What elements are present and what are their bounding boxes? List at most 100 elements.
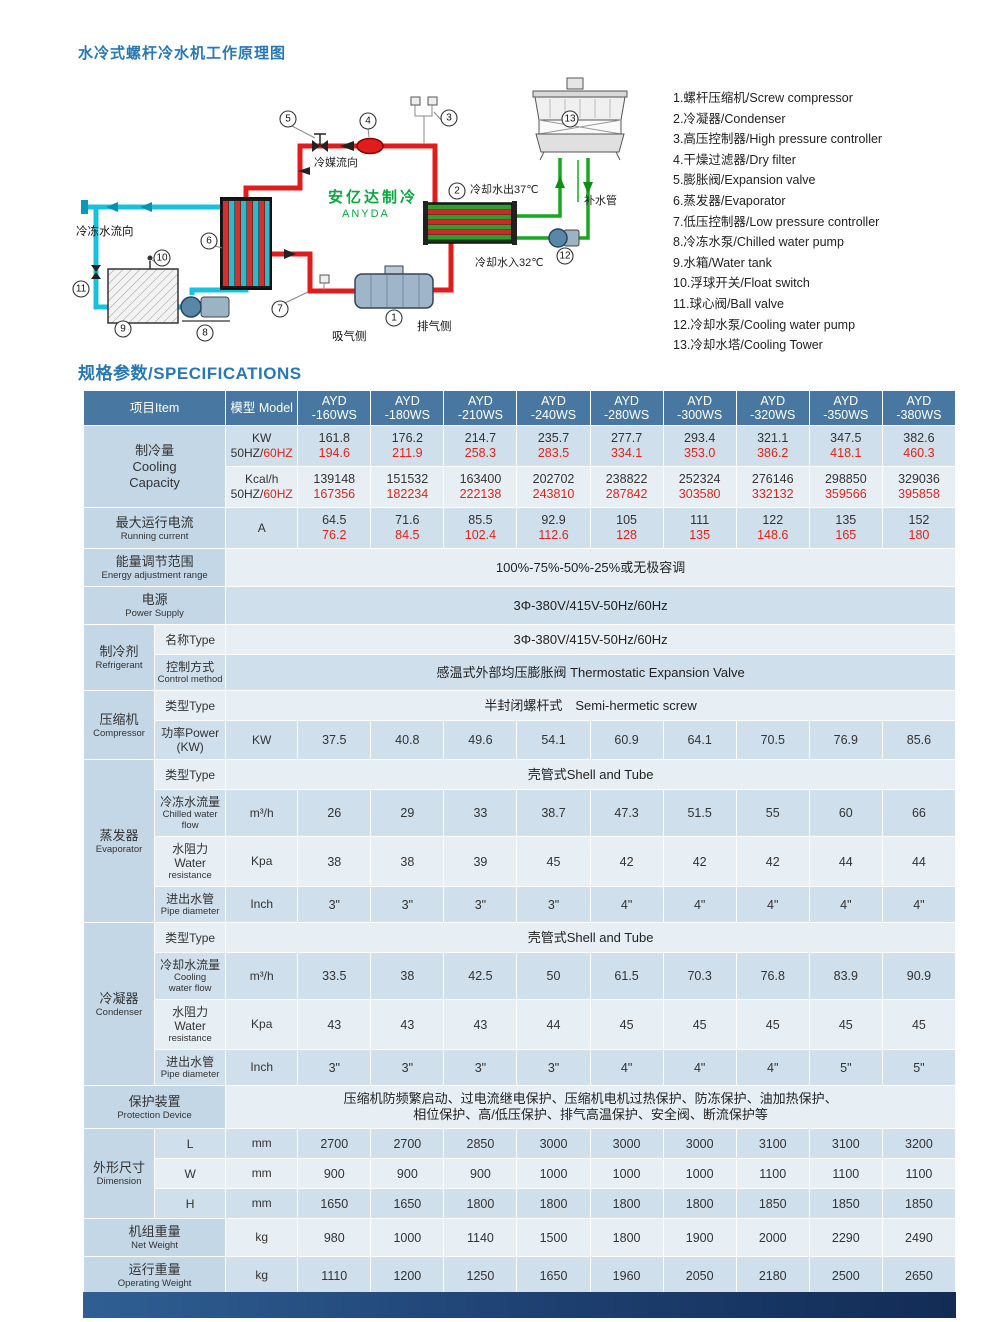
- unit-cell-kw: KW 50HZ/60HZ: [225, 425, 299, 467]
- value-cell: 1850: [881, 1188, 957, 1219]
- value-cell: 2500: [808, 1256, 883, 1295]
- chilled-water-pump: [180, 296, 230, 322]
- svg-text:10: 10: [156, 253, 168, 264]
- callout-4: 4: [359, 112, 377, 130]
- energy-range-value: 100%-75%-50%-25%或无极容调: [225, 548, 956, 587]
- attr-dimension-h: H: [154, 1188, 227, 1219]
- value-cell: 4": [735, 1049, 810, 1086]
- value-cell: 1000: [589, 1158, 664, 1189]
- header-model-name: AYD -300WS: [662, 390, 737, 426]
- value-cell: 38: [370, 952, 445, 1000]
- header-model-name: AYD -350WS: [808, 390, 883, 426]
- value-cell: 29: [370, 789, 445, 837]
- group-label-cn: 能量调节范围: [115, 554, 194, 569]
- group-label-en: Cooling Capacity: [129, 458, 180, 490]
- value-cell: 1800: [516, 1188, 591, 1219]
- unit-cell-mm-h: mm: [225, 1188, 299, 1219]
- legend-item: 7.低压控制器/Low pressure controller: [673, 214, 880, 229]
- value-cell: 4": [808, 886, 883, 923]
- high-pressure-controller: [410, 96, 438, 143]
- brand-name-cn: 安亿达制冷: [328, 188, 418, 206]
- value-cell: 55: [735, 789, 810, 837]
- row-evaporator-pipe: 进出水管 Pipe diameter Inch 3"3"3"3"4"4"4"4"…: [84, 886, 957, 923]
- callout-3: 3: [440, 109, 458, 127]
- value-cell: 4": [589, 886, 664, 923]
- value-cell: 45: [808, 999, 883, 1050]
- label-discharge-side: 排气侧: [417, 319, 452, 333]
- unit-cell-m3h: m³/h: [225, 789, 299, 837]
- legend-item: 3.高压控制器/High pressure controller: [673, 132, 883, 147]
- callout-13: 13: [561, 110, 579, 128]
- low-pressure-controller: [319, 274, 330, 290]
- group-label-en: Power Supply: [125, 608, 184, 619]
- value-cell: 2700: [297, 1128, 372, 1159]
- value-cell: 4": [662, 886, 737, 923]
- cooling-water-pipes: [512, 158, 593, 240]
- value-cell: 900: [443, 1158, 518, 1189]
- value-cell: 47.3: [589, 789, 664, 837]
- value-cell: 90.9: [881, 952, 957, 1000]
- svg-text:12: 12: [559, 251, 571, 262]
- protection-value: 压缩机防频繁启动、过电流继电保护、压缩机电机过热保护、防冻保护、油加热保护、 相…: [225, 1085, 956, 1129]
- header-model-name: AYD -180WS: [370, 390, 445, 426]
- legend-item: 8.冷冻水泵/Chilled water pump: [673, 235, 844, 250]
- value-cell: 42.5: [443, 952, 518, 1000]
- value-cell: 33: [443, 789, 518, 837]
- callout-6: 6: [200, 232, 218, 250]
- svg-text:9: 9: [120, 324, 126, 335]
- value-cell: 42: [735, 836, 810, 887]
- svg-text:1: 1: [391, 313, 397, 324]
- svg-text:5: 5: [285, 114, 291, 125]
- svg-text:4: 4: [365, 116, 371, 127]
- header-model-name: AYD -160WS: [297, 390, 372, 426]
- attr-chilled-water-flow: 冷冻水流量 Chilled water flow: [154, 789, 227, 837]
- value-cell: 26: [297, 789, 372, 837]
- legend-item: 5.膨胀阀/Expansion valve: [673, 173, 816, 188]
- legend-item: 9.水箱/Water tank: [673, 255, 772, 270]
- unit-cell-mm-l: mm: [225, 1128, 299, 1159]
- callout-12: 12: [556, 247, 574, 265]
- value-cell: 42: [589, 836, 664, 887]
- value-cell: 2700: [370, 1128, 445, 1159]
- row-refrigerant-control: 控制方式 Control method 感温式外部均压膨胀阀 Thermosta…: [84, 654, 956, 691]
- row-power-supply: 电源 Power Supply 3Φ-380V/415V-50Hz/60Hz: [82, 586, 956, 625]
- ball-valve: [91, 265, 101, 279]
- callout-7: 7: [271, 300, 289, 318]
- value-cell: 900: [370, 1158, 445, 1189]
- attr-compressor-power: 功率Power (KW): [154, 720, 227, 760]
- callout-1: 1: [385, 309, 403, 327]
- group-dimension: 外形尺寸 Dimension: [82, 1128, 156, 1219]
- unit-cell-mm-w: mm: [225, 1158, 299, 1189]
- attr-dimension-l: L: [154, 1128, 227, 1159]
- legend-item: 1.螺杆压缩机/Screw compressor: [673, 91, 853, 105]
- value-cell: 4": [881, 886, 957, 923]
- value-cell: 45: [589, 999, 664, 1050]
- attr-water-resistance2: 水阻力Water resistance: [154, 999, 227, 1050]
- group-energy-range: 能量调节范围 Energy adjustment range: [82, 548, 227, 587]
- value-cell: 5": [808, 1049, 883, 1086]
- value-cell: 1800: [443, 1188, 518, 1219]
- compressor-type-value: 半封闭螺杆式 Semi-hermetic screw: [225, 690, 956, 721]
- group-label-cn: 电源: [141, 592, 168, 607]
- value-cell: 49.6: [443, 720, 518, 760]
- header-model-name: AYD -280WS: [589, 390, 664, 426]
- group-condenser: 冷凝器 Condenser: [82, 922, 156, 1086]
- group-operating-weight: 运行重量 Operating Weight: [82, 1256, 227, 1295]
- svg-text:6: 6: [206, 236, 212, 247]
- unit-cell-inch: Inch: [225, 886, 299, 923]
